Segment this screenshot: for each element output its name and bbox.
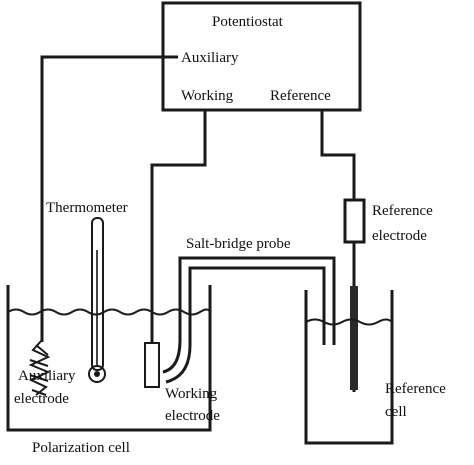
reference-terminal-label: Reference — [270, 88, 331, 104]
thermometer-label: Thermometer — [46, 200, 128, 216]
polarization-cell-solution-surface — [7, 308, 211, 316]
reference-lead-wire — [320, 110, 356, 200]
reference-electrode-label-line2: electrode — [372, 228, 427, 244]
potentiostat-label: Potentiostat — [212, 14, 284, 30]
reference-cell-label-line2: cell — [385, 404, 407, 420]
reference-electrode-tip — [350, 286, 358, 390]
reference-cell-solution-surface — [305, 318, 393, 326]
working-lead-wire — [150, 110, 207, 343]
working-terminal-label: Working — [181, 88, 234, 104]
thermometer — [91, 217, 104, 371]
salt-bridge-outer — [162, 256, 336, 374]
polarization-cell — [6, 285, 212, 432]
reference-cell-label-line1: Reference — [385, 381, 446, 397]
reference-electrode-label-line1: Reference — [372, 203, 433, 219]
thermometer-bulb — [88, 365, 106, 383]
reference-electrode — [343, 198, 366, 244]
reference-cell — [304, 290, 394, 445]
auxiliary-electrode — [28, 339, 51, 396]
polarization-cell-label: Polarization cell — [32, 440, 130, 456]
working-electrode-label-line2: electrode — [165, 408, 220, 424]
auxiliary-terminal-label: Auxiliary — [181, 50, 239, 66]
auxiliary-electrode-label-line2: electrode — [14, 391, 69, 407]
working-electrode-label-line1: Working — [165, 386, 218, 402]
thermometer-bulb-fill — [94, 371, 100, 377]
auxiliary-electrode-label-line1: Auxiliary — [18, 368, 76, 384]
salt-bridge-label: Salt-bridge probe — [186, 236, 291, 252]
working-electrode — [144, 342, 160, 388]
auxiliary-lead-wire — [40, 55, 178, 342]
salt-bridge-inner — [165, 266, 326, 384]
